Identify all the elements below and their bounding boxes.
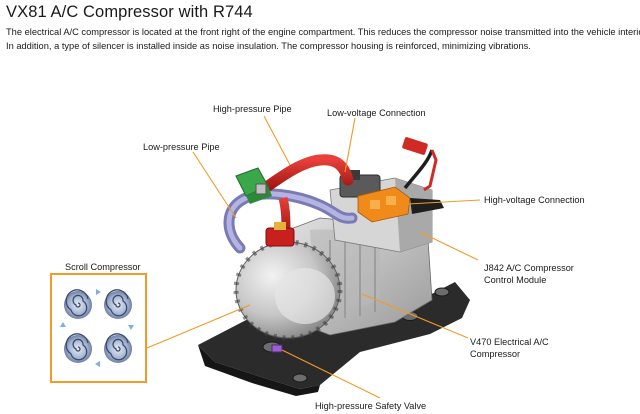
flow-arrows [60,289,134,367]
callout-low-pressure-pipe: Low-pressure Pipe [143,142,220,152]
low-pressure-pipe [223,188,358,254]
callout-scroll-compressor: Scroll Compressor [65,262,141,272]
callout-j842-control-module: J842 A/C Compressor Control Module [484,263,574,286]
callout-v470-compressor: V470 Electrical A/C Compressor [470,337,549,360]
v470-line-2: Compressor [470,348,521,359]
scroll-top-right [104,289,132,319]
v470-line-1: V470 Electrical A/C [470,337,549,347]
page-title: VX81 A/C Compressor with R744 [6,3,253,21]
compressor-housing [233,239,343,341]
j842-line-1: J842 A/C Compressor [484,263,574,273]
low-voltage-cable [402,137,438,192]
callout-low-voltage-connection: Low-voltage Connection [327,108,426,118]
description-line-1: The electrical A/C compressor is located… [6,27,640,37]
high-pressure-pipe [256,154,354,247]
callout-lines [146,115,481,399]
callout-high-pressure-pipe: High-pressure Pipe [213,104,292,114]
scroll-bottom-left [64,333,92,363]
scroll-top-left [64,289,92,319]
scroll-bottom-right [104,333,132,363]
callout-high-voltage-connection: High-voltage Connection [484,195,585,205]
safety-valve-part [271,344,283,353]
description: The electrical A/C compressor is located… [6,26,640,53]
scroll-compressor-inset [50,273,147,383]
green-service-valve [235,167,272,204]
callout-safety-valve: High-pressure Safety Valve [315,401,427,411]
description-line-2: In addition, a type of silencer is insta… [6,40,531,51]
j842-line-2: Control Module [484,274,547,285]
scroll-diagram [60,289,134,367]
